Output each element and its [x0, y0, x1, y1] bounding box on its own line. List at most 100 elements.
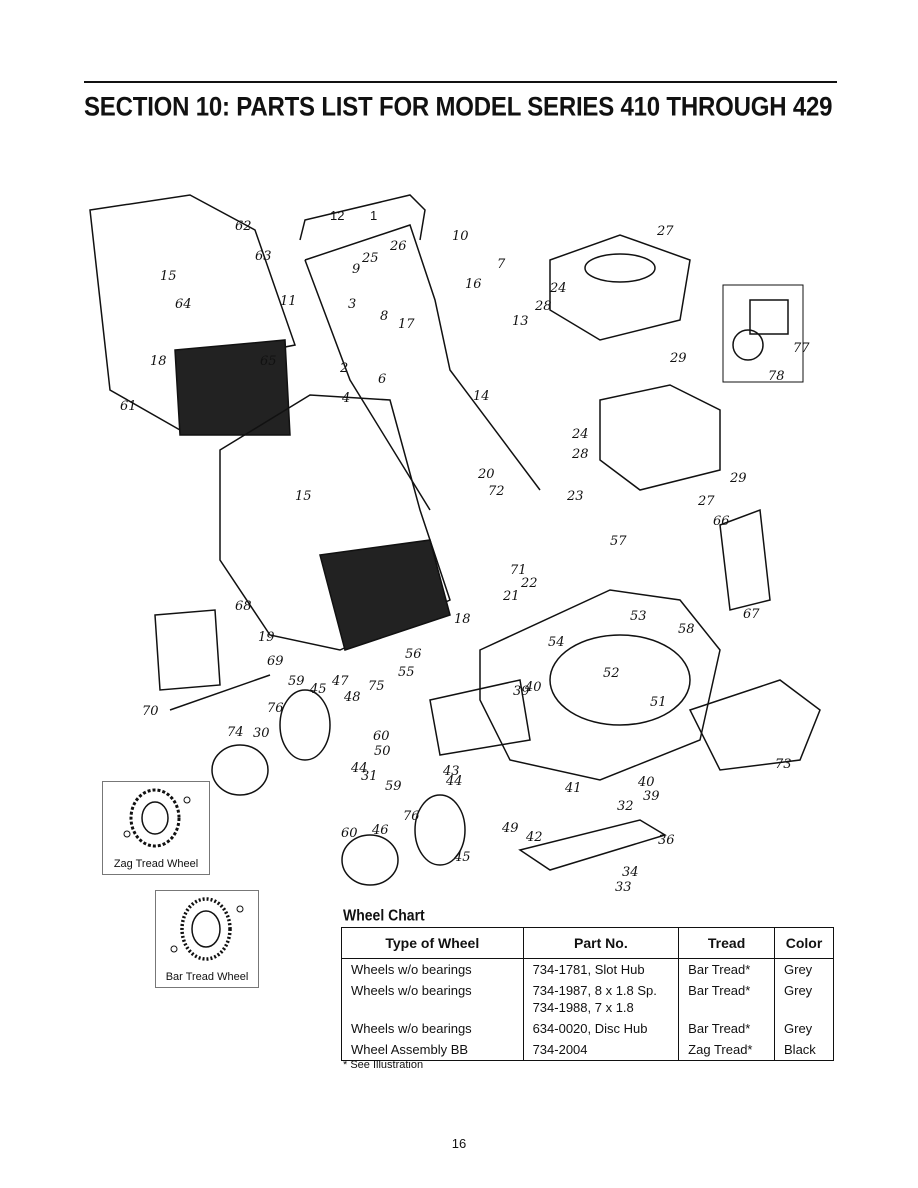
part-callout: 72 — [488, 484, 505, 499]
column-header: Tread — [678, 927, 776, 959]
zag-wheel-hub — [141, 801, 169, 835]
part-callout: 26 — [389, 239, 407, 254]
table-row: Wheel Assembly BB 734-2004 Zag Tread* Bl… — [341, 1039, 834, 1061]
part-no-line: 734-2004 — [532, 1042, 588, 1057]
color-cell: Grey — [774, 1018, 834, 1039]
table-row: Wheels w/o bearings 634-0020, Disc Hub B… — [341, 1018, 834, 1039]
column-header: Part No. — [522, 927, 680, 959]
zag-wheel-label: Zag Tread Wheel — [113, 858, 199, 870]
zag-wheel-illustration — [123, 788, 191, 848]
color-cell: Grey — [774, 958, 834, 980]
color-cell: Black — [774, 1039, 834, 1061]
part-callout: 78 — [768, 369, 785, 384]
part-callout: 19 — [258, 630, 275, 645]
part-callout: 71 — [510, 563, 527, 578]
chute-adapter — [154, 609, 221, 691]
part-callout: 77 — [793, 341, 810, 356]
part-callout: 40 — [524, 680, 542, 695]
wheel-type-cell: Wheels w/o bearings — [341, 1018, 524, 1039]
wheel-chart-title: Wheel Chart — [343, 906, 425, 924]
part-callout: 20 — [477, 467, 495, 482]
engine-upper — [549, 234, 691, 341]
part-callout: 15 — [295, 489, 312, 504]
tread-cell: Zag Tread* — [678, 1039, 776, 1061]
axle-rod — [169, 674, 271, 711]
engine-inset-box — [722, 284, 804, 383]
part-callout: 7 — [497, 257, 506, 272]
part-callout: 66 — [713, 514, 730, 529]
page-number: 16 — [451, 1136, 467, 1151]
part-callout: 76 — [267, 701, 284, 716]
part-callout: 59 — [385, 779, 402, 794]
part-callout: 53 — [630, 609, 647, 624]
air-filter-ring — [732, 329, 764, 361]
part-callout: 73 — [775, 757, 792, 772]
part-callout: 3 — [348, 297, 356, 312]
part-callout: 40 — [637, 775, 655, 790]
part-callout: 50 — [374, 744, 391, 759]
part-callout: 57 — [610, 534, 627, 549]
bar-wheel-tire — [180, 897, 232, 961]
part-callout: 63 — [255, 249, 272, 264]
grass-bag-lower-opening — [319, 539, 451, 651]
part-callout: 70 — [142, 704, 159, 719]
part-callout: 45 — [453, 850, 471, 865]
part-no-cell: 634-0020, Disc Hub — [522, 1018, 680, 1039]
part-callout: 30 — [253, 726, 270, 741]
part-callout: 49 — [501, 821, 519, 836]
part-no-line: 734-1988, 7 x 1.8 — [532, 1000, 634, 1015]
zag-wheel-bolt — [183, 796, 191, 804]
wheel-type-cell: Wheels w/o bearings — [341, 958, 524, 980]
mower-deck — [479, 589, 721, 781]
wheel-type-cell: Wheel Assembly BB — [341, 1039, 524, 1061]
bar-wheel-label: Bar Tread Wheel — [165, 971, 249, 983]
handle-left — [304, 259, 431, 511]
part-no-cell: 734-1987, 8 x 1.8 Sp. 734-1988, 7 x 1.8 — [522, 980, 680, 1018]
part-callout: 74 — [227, 725, 244, 740]
mulch-plug — [719, 508, 771, 611]
part-callout: 39 — [643, 789, 660, 804]
grass-bag-lower — [219, 394, 451, 651]
part-no-cell: 734-2004 — [522, 1039, 680, 1061]
part-callout: 24 — [549, 281, 567, 296]
bar-wheel-bolt — [236, 905, 244, 913]
part-callout: 28 — [571, 447, 589, 462]
part-callout: 9 — [352, 262, 360, 277]
part-callout: 45 — [309, 682, 327, 697]
part-callout: 27 — [656, 224, 674, 239]
header-rule — [84, 81, 837, 83]
part-callout: 64 — [175, 297, 192, 312]
part-callout: 13 — [512, 314, 529, 329]
part-callout: 44 — [445, 774, 463, 789]
part-callout: 75 — [368, 679, 385, 694]
bar-wheel-hub — [191, 910, 221, 948]
part-callout: 23 — [566, 489, 584, 504]
part-callout: 42 — [525, 830, 543, 845]
color-cell: Grey — [774, 980, 834, 1018]
part-callout: 4 — [341, 391, 350, 406]
column-header: Color — [774, 927, 834, 959]
part-callout: 39 — [513, 684, 530, 699]
part-callout: 31 — [361, 769, 378, 784]
part-callout: 41 — [564, 781, 582, 796]
part-callout: 54 — [548, 635, 565, 650]
part-callout: 27 — [697, 494, 715, 509]
tread-cell: Bar Tread* — [678, 980, 776, 1018]
upper-handle — [299, 194, 426, 241]
tread-cell: Bar Tread* — [678, 1018, 776, 1039]
part-no-cell: 734-1781, Slot Hub — [522, 958, 680, 980]
rear-door — [429, 679, 531, 756]
part-callout: 69 — [267, 654, 284, 669]
part-no-line: 734-1987, 8 x 1.8 Sp. — [532, 983, 657, 998]
zag-wheel-nut — [123, 830, 131, 838]
part-callout: 17 — [398, 317, 415, 332]
part-callout: 32 — [617, 799, 634, 814]
part-callout: 67 — [743, 607, 760, 622]
part-callout: 47 — [331, 674, 349, 689]
part-callout: 48 — [343, 690, 361, 705]
part-callout: 24 — [571, 427, 589, 442]
deck-housing — [549, 634, 691, 726]
part-callout: 59 — [288, 674, 305, 689]
zag-wheel-tire — [129, 788, 181, 848]
